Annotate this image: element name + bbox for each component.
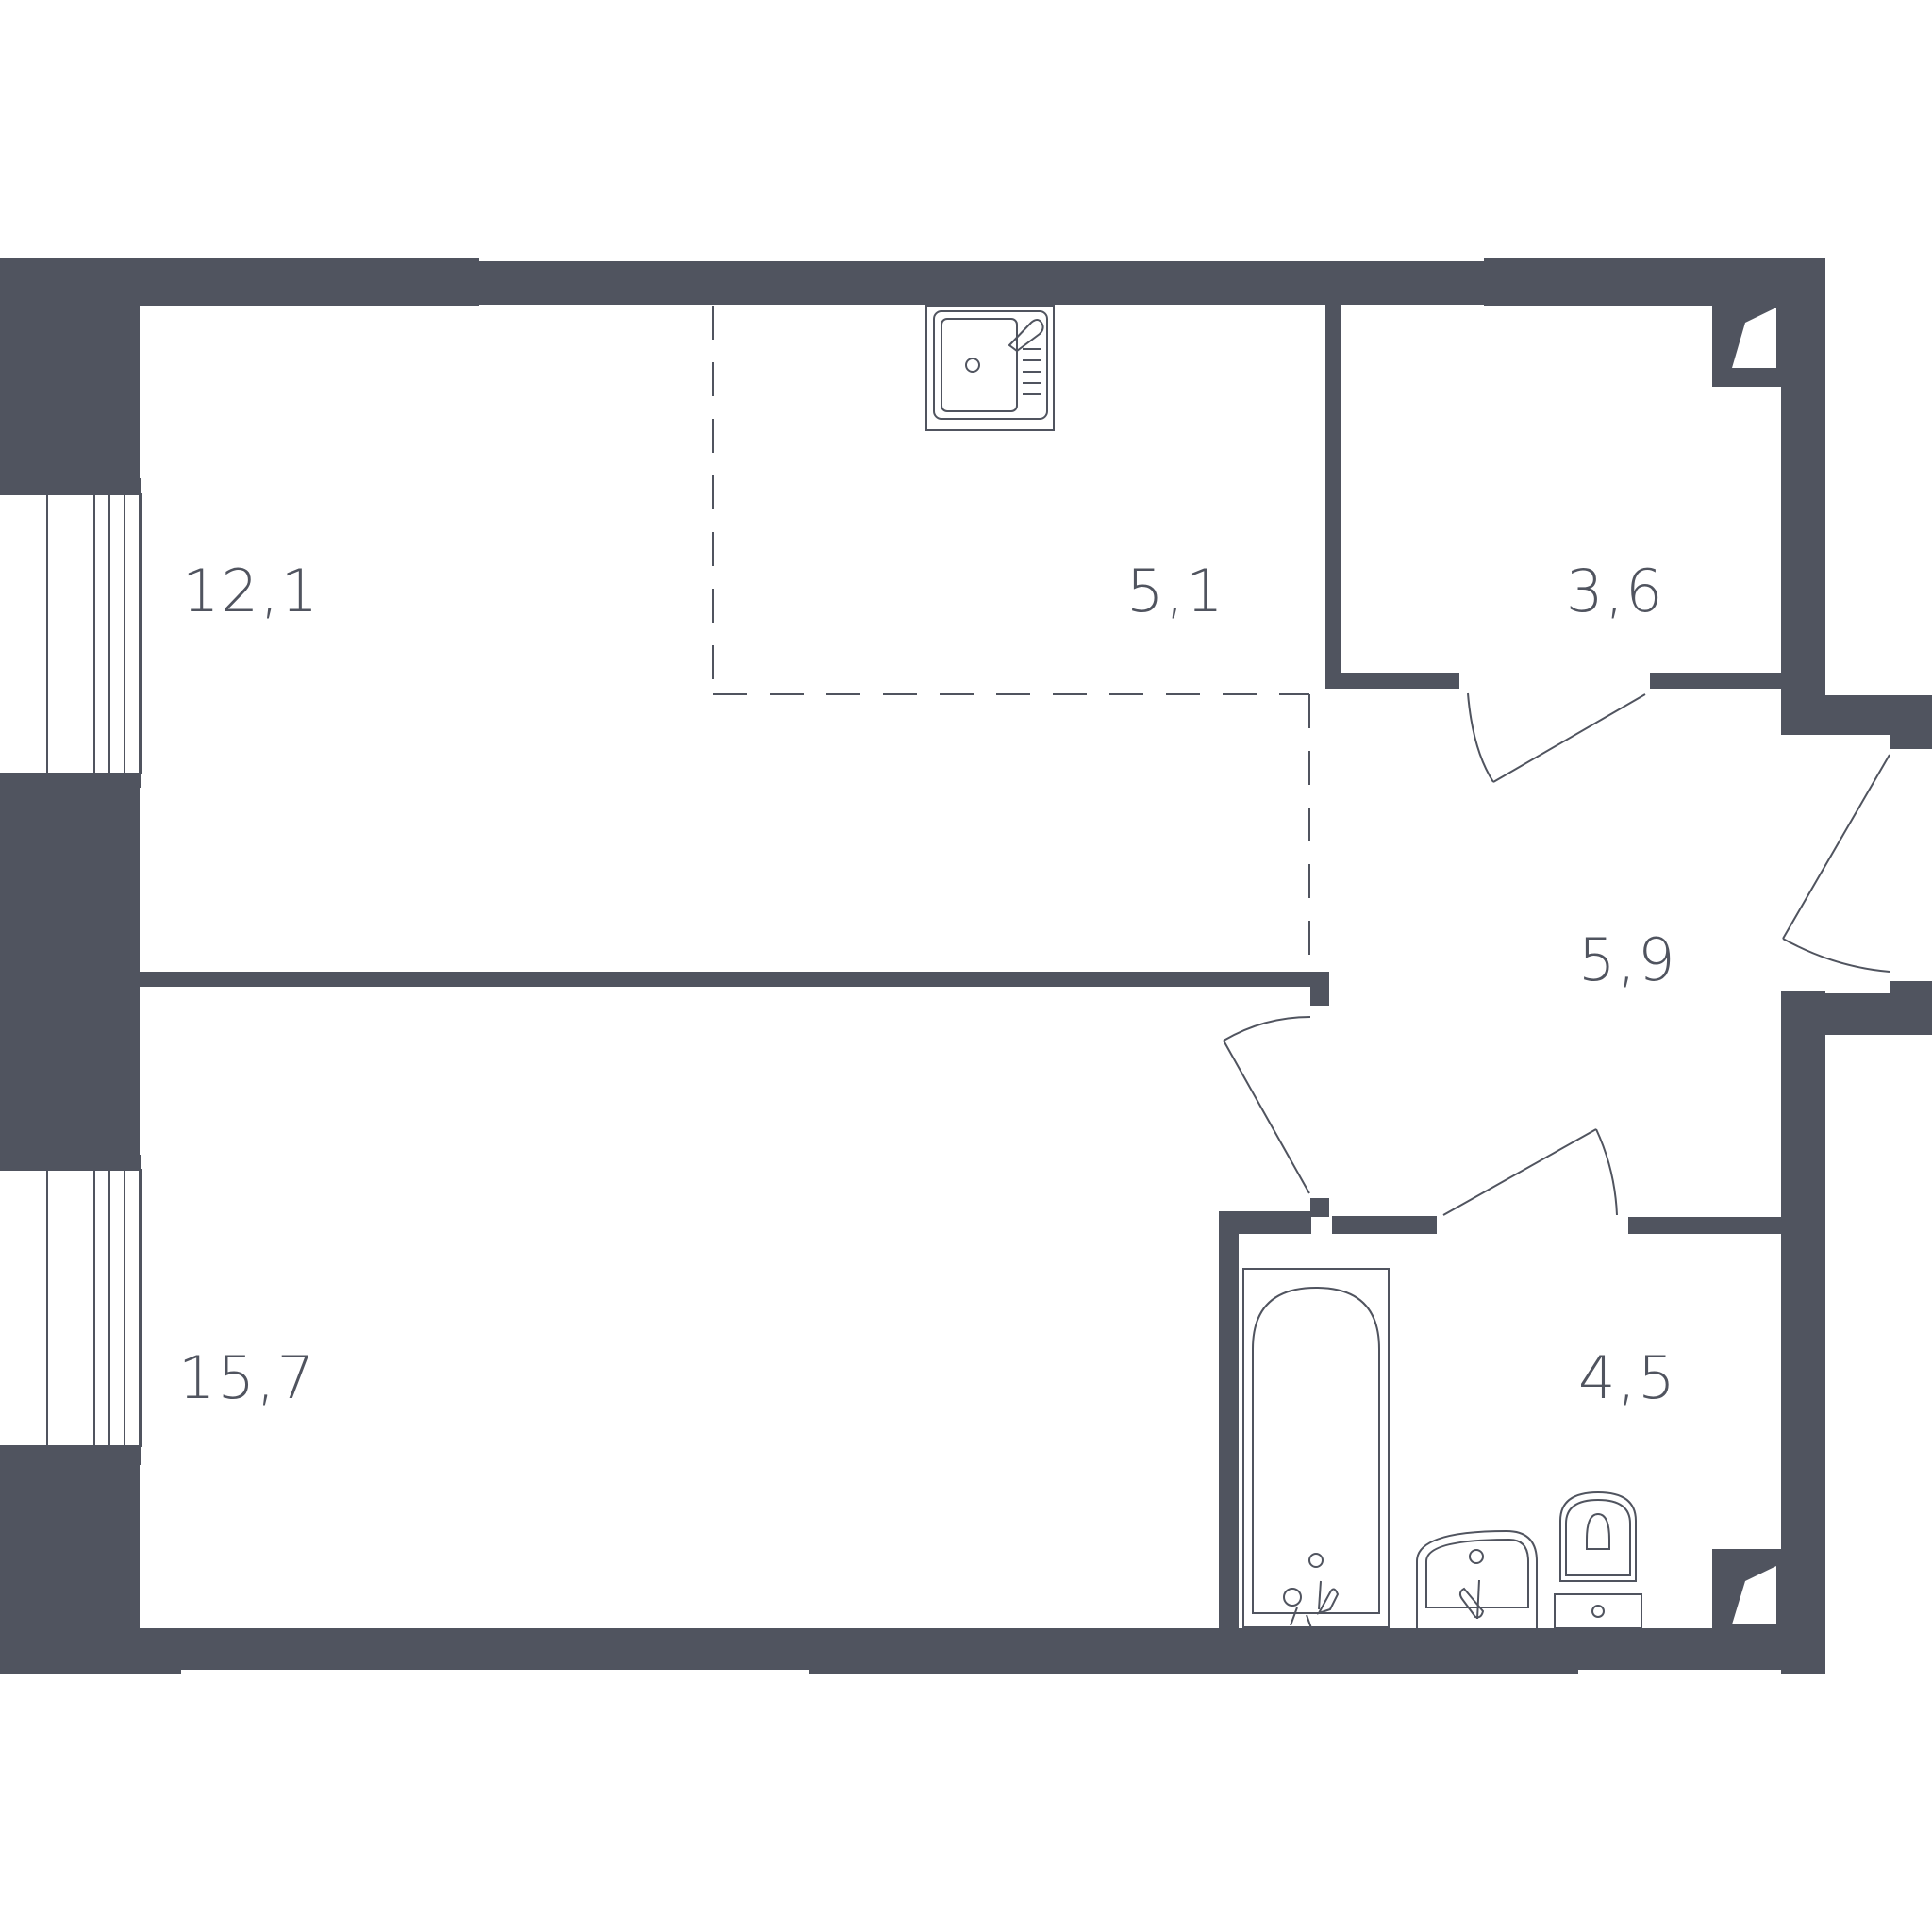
shaft-top-opening: [1732, 308, 1776, 368]
entry-stop-top: [1890, 735, 1932, 749]
right-wall-lower: [1781, 991, 1825, 1674]
entry-jamb-bottom: [1781, 993, 1932, 1035]
bathroom-door: [1442, 1128, 1618, 1216]
area-label-hallway: 5,9: [1578, 925, 1677, 994]
windows: [0, 478, 142, 1465]
washbasin-icon: [1416, 1529, 1538, 1628]
top-wall: [479, 261, 1484, 305]
shaft-openings: [1732, 308, 1776, 1624]
window-lower-frame: [0, 1169, 142, 1447]
area-label-storage: 3,6: [1566, 557, 1665, 625]
area-label-living-room: 12,1: [182, 557, 320, 625]
bath-partition-vertical: [1219, 1211, 1239, 1628]
area-label-kitchen-zone: 5,1: [1126, 557, 1225, 625]
room-divider-end: [1310, 972, 1329, 1006]
storage-partition-vertical: [1325, 302, 1341, 679]
window-upper-frame: [0, 493, 142, 774]
toilet-icon: [1554, 1491, 1642, 1629]
bath-partition-right: [1628, 1217, 1781, 1234]
bath-partition-mid: [1332, 1216, 1437, 1234]
bathtub-icon: [1242, 1268, 1390, 1629]
left-pier-top: [0, 258, 140, 494]
bath-partition-left: [1219, 1211, 1311, 1234]
right-wall-upper: [1781, 258, 1825, 697]
entry-stop-bottom: [1890, 981, 1932, 995]
area-label-bedroom: 15,7: [178, 1343, 316, 1412]
entrance-door: [1782, 754, 1890, 973]
doors: [1223, 692, 1890, 1216]
top-wall-right: [1484, 258, 1825, 306]
area-label-bathroom: 4,5: [1578, 1343, 1677, 1412]
storage-partition-right: [1650, 673, 1782, 689]
bedroom-door-stop: [1310, 1198, 1329, 1217]
bottom-wall-thick: [809, 1628, 1578, 1674]
storage-partition-left: [1325, 673, 1459, 689]
entry-jamb-top: [1781, 695, 1932, 735]
shaft-bottom-opening: [1732, 1566, 1776, 1624]
kitchen-zone-boundary: [712, 306, 1310, 972]
storage-door: [1467, 692, 1646, 783]
bedroom-door: [1223, 1016, 1311, 1194]
room-divider: [140, 972, 1322, 987]
kitchen-sink-icon: [925, 305, 1055, 431]
